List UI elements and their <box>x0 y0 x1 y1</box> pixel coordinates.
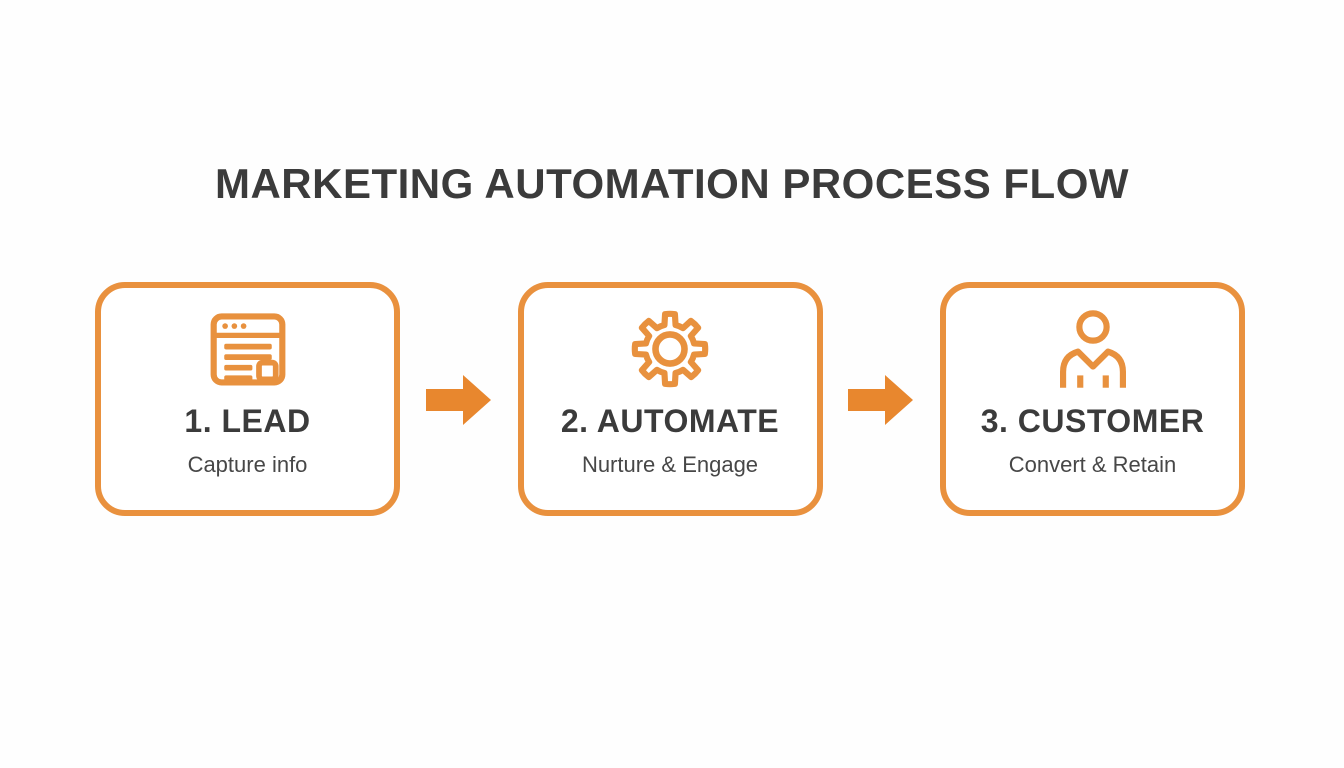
step-description: Nurture & Engage <box>581 451 759 477</box>
arrow-right-icon <box>425 375 491 425</box>
step-label: 3. CUSTOMER <box>980 403 1205 439</box>
step-card-lead: 1. LEAD Capture info <box>95 282 400 516</box>
step-description: Convert & Retain <box>1008 451 1177 477</box>
step-card-automate: 2. AUTOMATE Nurture & Engage <box>517 282 823 516</box>
arrow-right-icon <box>848 375 914 425</box>
flow-connector <box>400 373 518 427</box>
step-label: 2. AUTOMATE <box>560 403 780 439</box>
process-flow: 1. LEAD Capture info 2. AUTOMATE Nurture… <box>95 282 1245 516</box>
flow-connector <box>823 373 941 427</box>
person-icon <box>1059 310 1126 388</box>
step-label: 1. LEAD <box>184 403 311 439</box>
gear-icon <box>631 310 709 388</box>
page-title: MARKETING AUTOMATION PROCESS FLOW <box>214 160 1130 207</box>
step-description: Capture info <box>187 451 308 477</box>
web-form-icon <box>210 313 285 386</box>
step-card-customer: 3. CUSTOMER Convert & Retain <box>940 282 1245 516</box>
